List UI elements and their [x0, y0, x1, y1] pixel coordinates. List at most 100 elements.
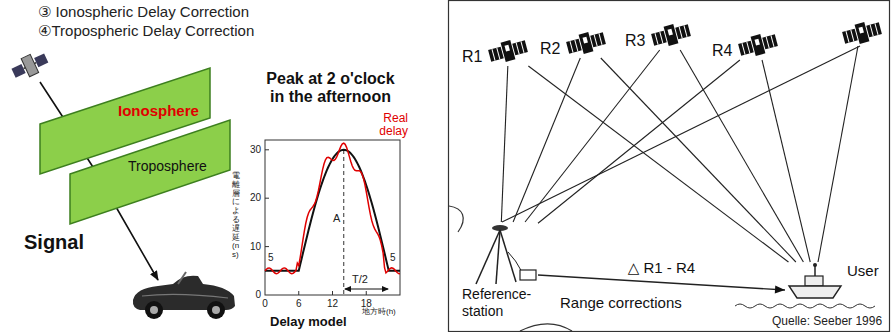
range-line [538, 60, 740, 223]
label-holder: Quelle: Seeber 1996 [772, 314, 882, 328]
label-holder: Range corrections [560, 294, 682, 312]
band-outline [70, 120, 230, 224]
label-holder: Delay model [270, 314, 347, 330]
art-g [738, 30, 780, 59]
art-line [846, 31, 849, 43]
reference-station: Reference- station [462, 222, 538, 320]
art-rect [34, 53, 48, 67]
chart-ticks [265, 150, 366, 295]
satellite-node: R2 [540, 28, 606, 58]
art-rect [842, 29, 858, 44]
art-line [298, 291, 299, 295]
arrow-caption: Range corrections [560, 294, 682, 312]
art-line [570, 41, 573, 53]
art-rect [668, 29, 673, 36]
axis-title: 地方時(h) [362, 307, 396, 317]
art-line [265, 149, 269, 150]
panel-frame [449, 1, 890, 332]
axis-tick-label: 12 [323, 298, 343, 310]
label-holder: 0 [255, 298, 275, 310]
art-rect [676, 24, 692, 39]
art-line [34, 62, 36, 64]
section-heading: ③ Ionospheric Delay Correction [38, 3, 249, 21]
art-line [771, 35, 774, 47]
label-holder: 10 [241, 241, 261, 253]
chart-frame [265, 140, 400, 295]
coastline [449, 206, 463, 232]
art-line [870, 25, 873, 37]
art-line [595, 35, 598, 47]
art-rect [505, 45, 510, 52]
art-rect [859, 27, 864, 34]
axis-tick-label: 0 [241, 289, 261, 301]
art-line [332, 291, 333, 295]
art-circle [145, 301, 163, 319]
band-label: Ionosphere [118, 102, 199, 119]
satellite-label: R1 [462, 48, 482, 66]
satellite-icon [488, 36, 528, 66]
satellite-icon [651, 20, 691, 50]
art-rect [652, 31, 668, 46]
art-line [497, 48, 500, 60]
water-waves [735, 304, 875, 308]
section-heading: ④Tropospheric Delay Correction [38, 22, 254, 40]
satellite-label: R2 [540, 40, 560, 58]
axis-tick-label: 10 [241, 241, 261, 253]
art-line [767, 37, 770, 49]
amplitude-label: A [333, 212, 340, 225]
label-holder: 5 [268, 252, 274, 264]
art-line [575, 40, 578, 52]
art-rect [763, 34, 779, 49]
satellite-label: R4 [712, 42, 732, 60]
car-figure [133, 272, 235, 319]
art-line [875, 23, 878, 35]
art-rect [579, 32, 594, 54]
art-g [651, 20, 693, 49]
art-line [747, 42, 750, 54]
label-holder: T/2 [352, 273, 368, 286]
satellite-icon [841, 18, 883, 47]
label-holder: Signal [24, 230, 84, 254]
art-line [500, 230, 516, 282]
label-holder: 地方時(h) [362, 307, 396, 317]
peak-dash [343, 150, 344, 295]
half-period-label: T/2 [352, 273, 368, 286]
art-path [789, 286, 841, 298]
art-rect [11, 64, 25, 78]
source-note: Quelle: Seeber 1996 [772, 314, 882, 328]
axis-tick-label: 30 [241, 144, 261, 156]
art-rect [805, 276, 823, 286]
chart-caption: Delay model [270, 314, 347, 330]
art-line [496, 230, 500, 284]
range-line [762, 60, 810, 262]
peak-note: Peak at 2 o'clock in the afternoon [258, 70, 403, 106]
art-circle [212, 306, 220, 314]
range-line [601, 58, 796, 262]
label-holder: 12 [323, 298, 343, 310]
model-curve [265, 150, 400, 271]
axis-tick-label: 6 [289, 298, 309, 310]
label-holder: 6 [289, 298, 309, 310]
curve-label: Real delay [368, 112, 408, 138]
art-rect [513, 40, 529, 55]
real-curve [265, 143, 400, 274]
label-holder: 30 [241, 144, 261, 156]
label-holder: 5 [390, 252, 396, 264]
arrow-head [775, 285, 785, 293]
satellite-icon [738, 30, 778, 60]
art-rect [755, 39, 760, 46]
art-rect [664, 24, 679, 46]
baseline-value: 5 [268, 252, 274, 264]
satellite-icon [566, 28, 606, 58]
art-rect [567, 39, 583, 54]
art-rect [501, 40, 516, 62]
satellite-node: R4 [712, 30, 778, 60]
station-label: Reference- station [462, 286, 538, 320]
art-line [680, 27, 683, 39]
axis-title: 電離層による遅延(ns) [232, 172, 240, 260]
edge-label: △ R1 - R4 [626, 259, 697, 277]
range-line [525, 50, 660, 222]
art-path [142, 294, 228, 298]
art-line [476, 230, 500, 284]
